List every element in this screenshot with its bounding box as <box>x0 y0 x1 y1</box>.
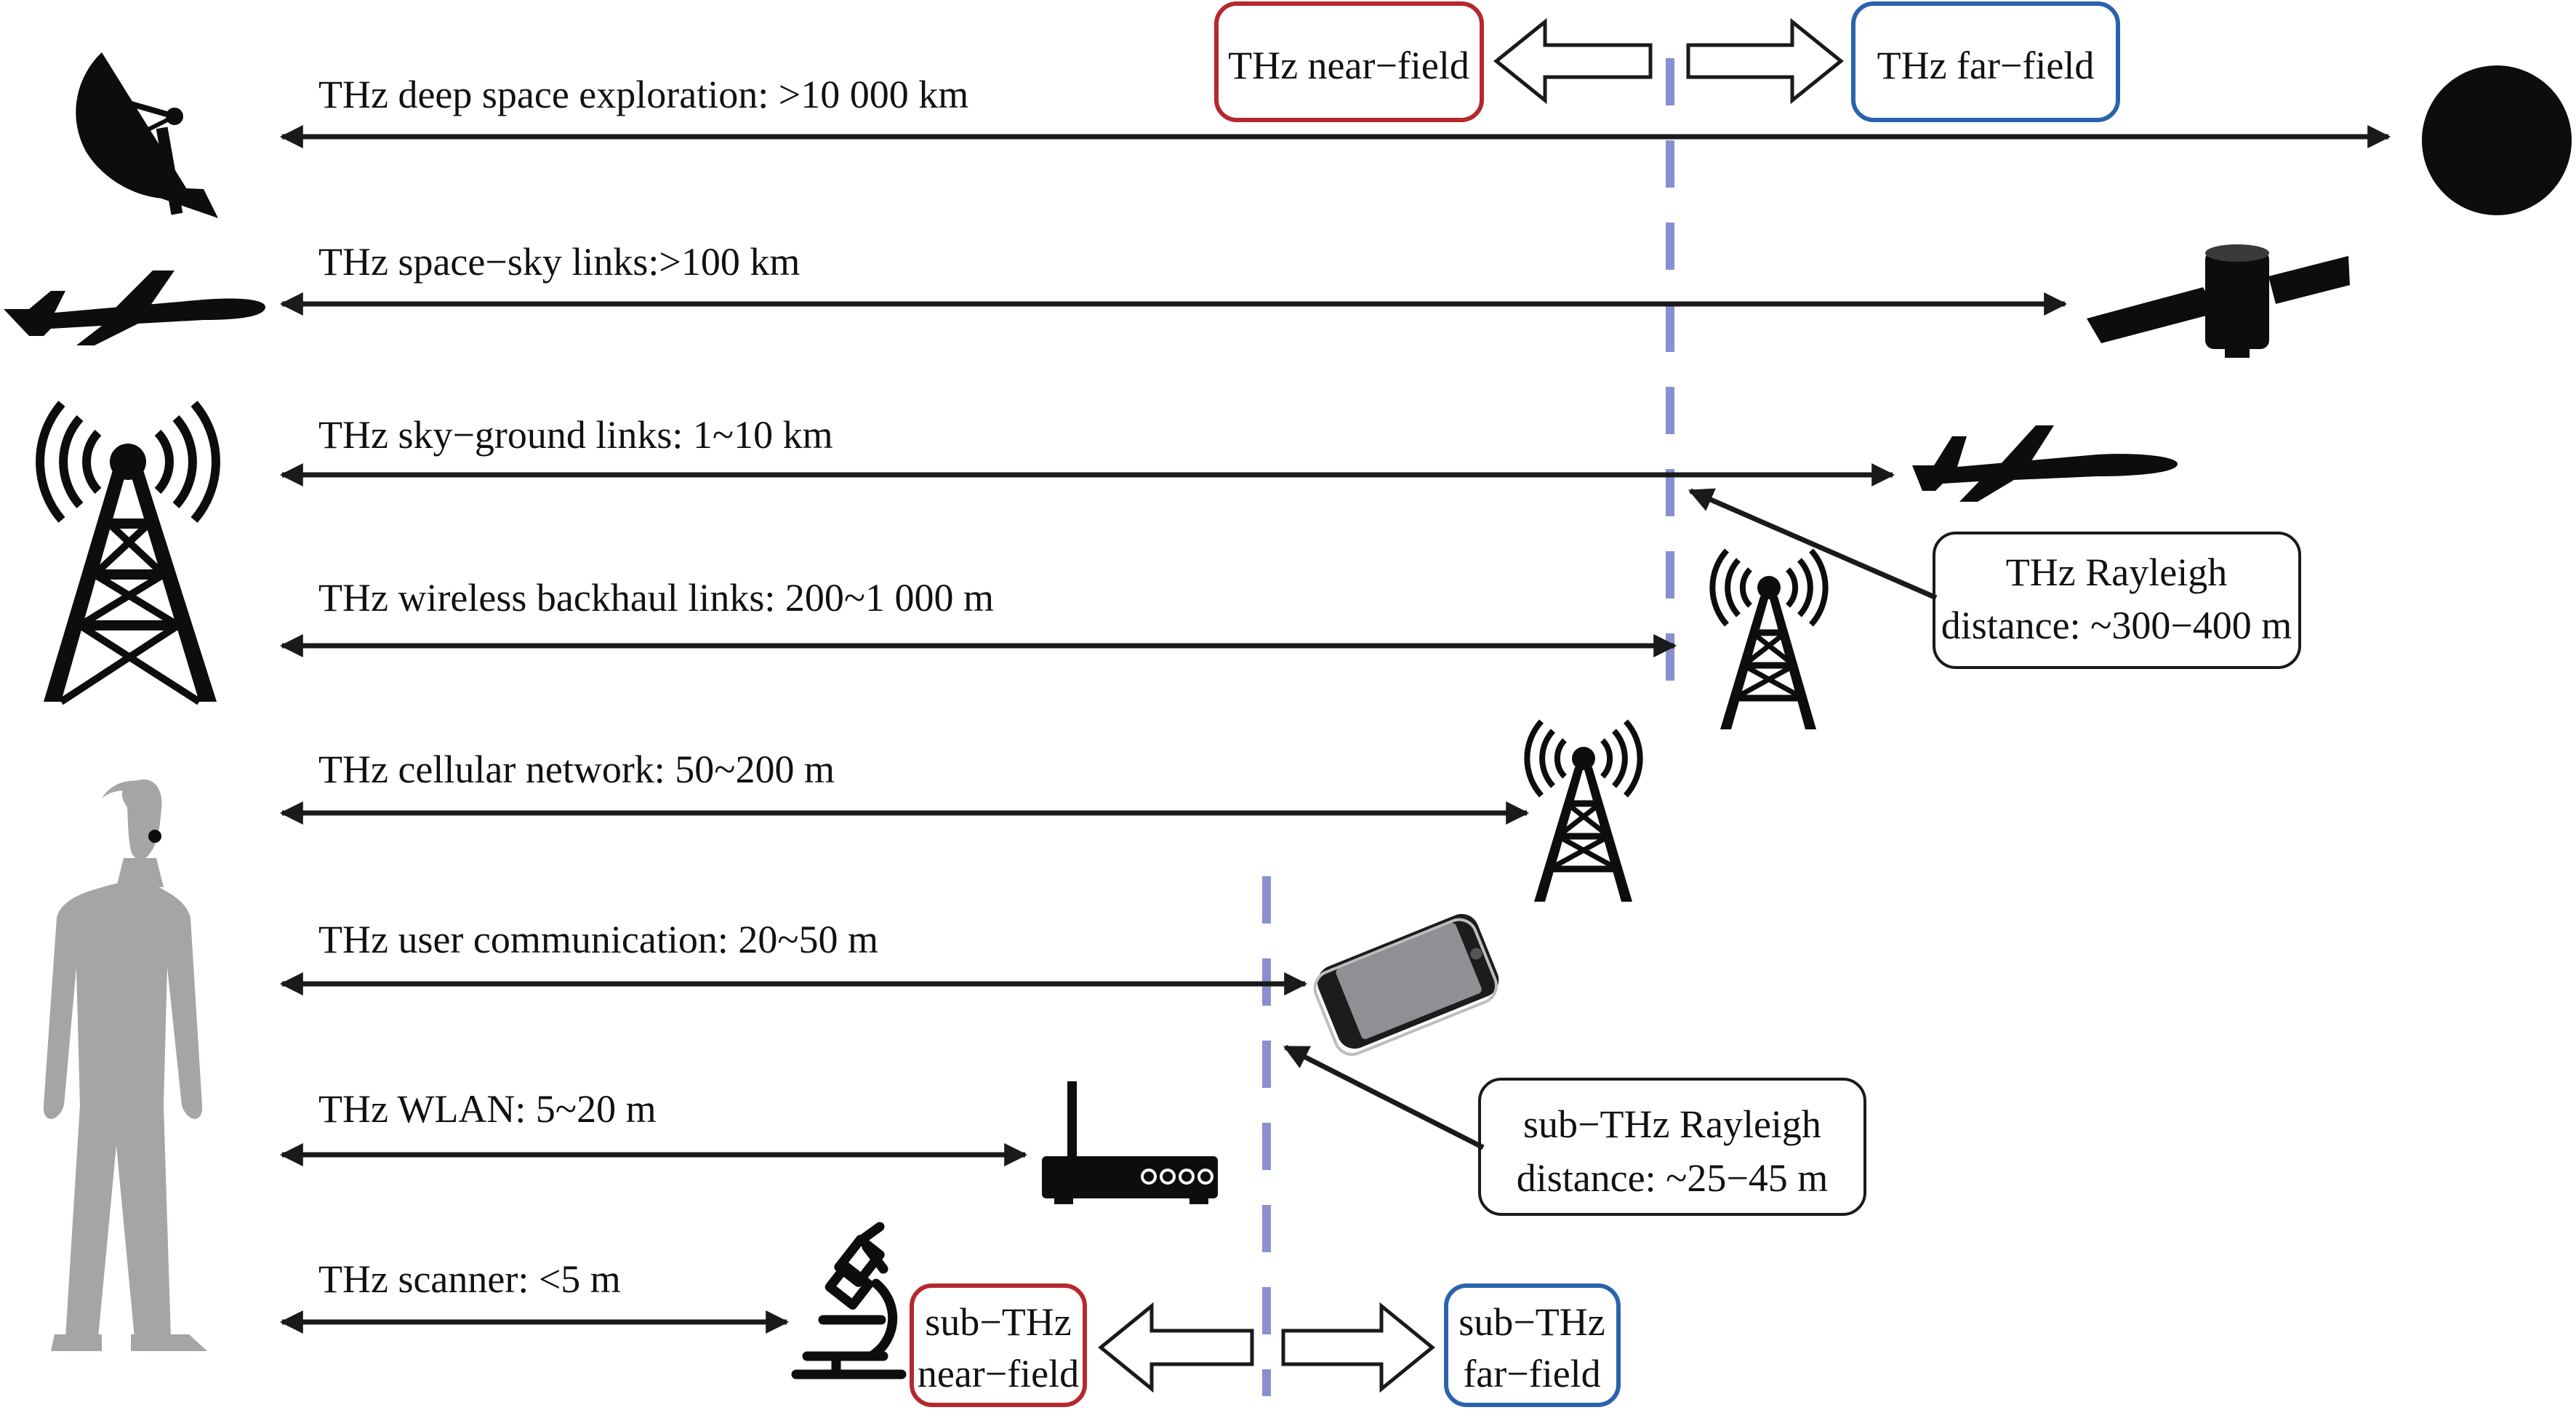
airplane-icon <box>4 271 265 345</box>
subthz-far-field-block-arrow <box>1281 1302 1435 1393</box>
satellite-dish-icon <box>76 52 218 218</box>
subthz-near-field-box <box>910 1283 1087 1407</box>
link-label-scanner: THz scanner: <5 m <box>318 1257 621 1301</box>
thz-rayleigh-line2: distance: ~300−400 m <box>1941 604 2292 647</box>
subthz-rayleigh-pointer-arrow <box>1283 1044 1485 1150</box>
thz-far-field-label: THz far−field <box>1877 44 2095 87</box>
airplane-icon <box>1912 425 2178 502</box>
subthz-near-field-line2: near−field <box>918 1352 1079 1395</box>
thz-near-field-box <box>1214 1 1484 122</box>
thz-rayleigh-callout-box <box>1933 532 2301 669</box>
planet-icon <box>2422 65 2572 215</box>
thz-rayleigh-line1: THz Rayleigh <box>2006 550 2227 594</box>
router-icon <box>1042 1081 1218 1204</box>
smartphone-icon <box>1313 913 1499 1056</box>
cell-tower-icon <box>1524 719 1643 902</box>
link-label-cellular: THz cellular network: 50~200 m <box>318 748 835 791</box>
link-label-user: THz user communication: 20~50 m <box>318 918 878 961</box>
large-tower-icon <box>36 401 220 705</box>
link-label-backhaul: THz wireless backhaul links: 200~1 000 m <box>318 576 994 620</box>
link-label-space-sky: THz space−sky links:>100 km <box>318 240 800 284</box>
person-icon <box>43 779 207 1351</box>
subthz-rayleigh-line1: sub−THz Rayleigh <box>1523 1102 1821 1146</box>
microscope-icon <box>791 1222 907 1379</box>
link-label-deep-space: THz deep space exploration: >10 000 km <box>318 73 968 116</box>
link-label-wlan: THz WLAN: 5~20 m <box>318 1087 657 1131</box>
subthz-near-field-block-arrow <box>1098 1302 1254 1393</box>
satellite-icon <box>2087 244 2350 358</box>
cell-tower-icon <box>1709 548 1829 729</box>
subthz-far-field-line2: far−field <box>1463 1352 1600 1395</box>
subthz-near-field-line1: sub−THz <box>925 1300 1071 1344</box>
subthz-far-field-box <box>1444 1283 1621 1407</box>
thz-rayleigh-pointer-arrow <box>1688 488 1938 601</box>
thz-far-field-box <box>1851 1 2120 122</box>
subthz-far-field-line1: sub−THz <box>1458 1300 1605 1344</box>
link-label-sky-ground: THz sky−ground links: 1~10 km <box>318 413 833 457</box>
subthz-rayleigh-line2: distance: ~25−45 m <box>1517 1156 1829 1200</box>
thz-near-field-label: THz near−field <box>1228 44 1469 87</box>
thz-near-field-block-arrow <box>1493 17 1653 105</box>
thz-far-field-block-arrow <box>1686 17 1844 105</box>
